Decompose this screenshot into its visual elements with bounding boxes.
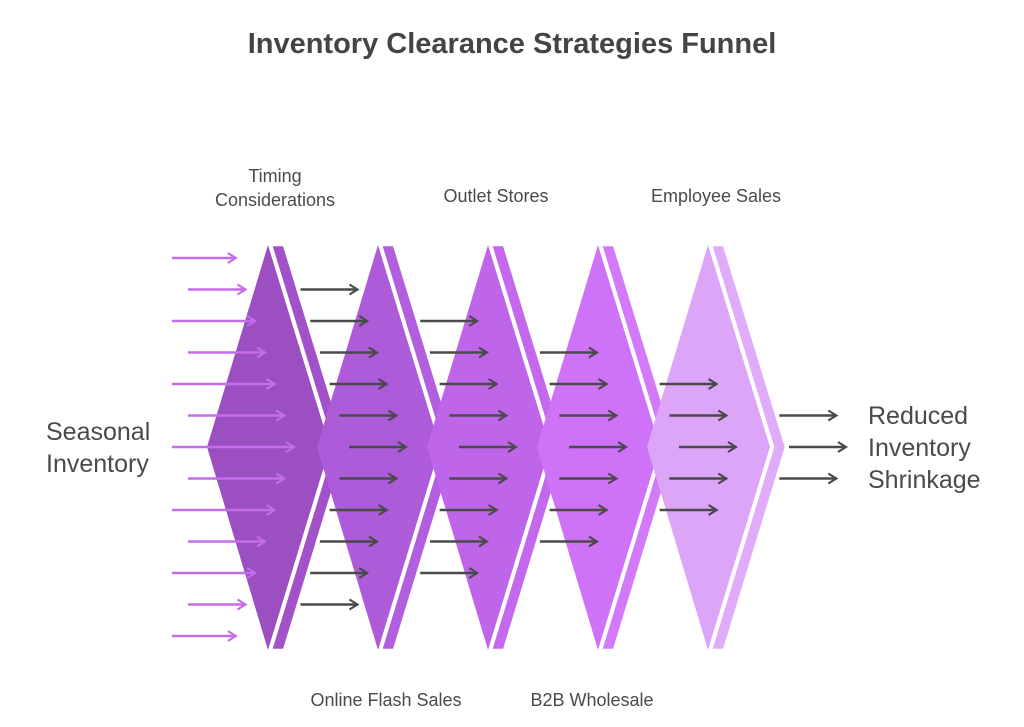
stage-label-timing-considerations: Timing Considerations xyxy=(214,166,336,210)
stage-band xyxy=(709,243,788,652)
stage-label-b2b-wholesale: B2B Wholesale xyxy=(530,690,654,710)
output-label: Reduced Inventory Shrinkage xyxy=(868,402,981,494)
stage-label-outlet-stores: Outlet Stores xyxy=(443,186,549,206)
stage-label-online-flash-sales: Online Flash Sales xyxy=(310,690,462,710)
diagram-title: Inventory Clearance Strategies Funnel xyxy=(247,28,777,60)
input-label: Seasonal Inventory xyxy=(46,418,151,478)
stage-label-employee-sales: Employee Sales xyxy=(650,186,782,206)
